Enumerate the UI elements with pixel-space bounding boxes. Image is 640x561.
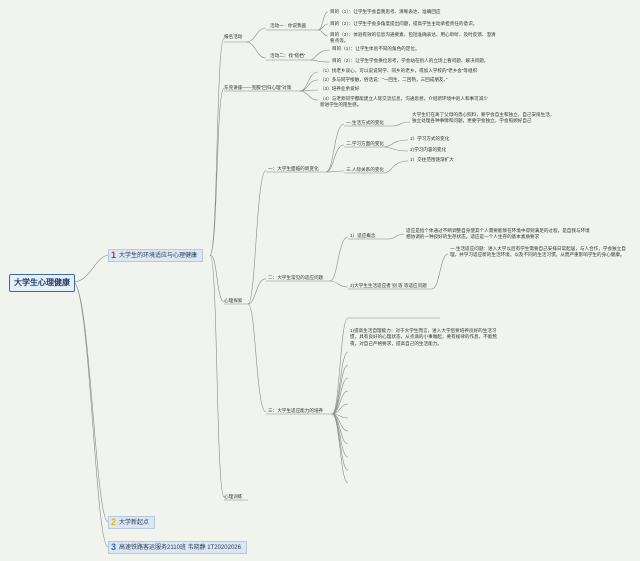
node-new-changes[interactable]: 一：大学生面临的新变化 [268,166,319,171]
node-lecture[interactable]: 东莞讲座——克服“回归心理”对策 [224,85,292,90]
activity-2-goal-1: 目的（1）：让学生体验不同的角色的定位。 [332,46,420,51]
activity-1-goal-1: 目的（1）：让学生学会自我思考、清晰表达、准确回应 [330,9,441,14]
lecture-item-3: （3）培养业余爱好 [320,86,360,91]
change-lifestyle[interactable]: 一.生活方式的变化 [346,120,385,125]
lifestyle-detail: 大学生们在离了父母的悉心照料，要学会自主和独立，自己安排生活，独立处理各种事情和… [412,112,555,124]
branch-label: 大学新起点 [119,520,150,526]
learning-detail-2: 2)学习内容的变化 [410,147,447,152]
node-adaptation-training[interactable]: 三：大学生适应能力的培养 [268,408,324,413]
branch-number: 3 [111,542,117,552]
node-adaptation-problems[interactable]: 二：大学生常见的适应问题 [268,275,324,280]
lecture-item-1: （1）找老乡谈心，可以说说同学、同乡的老乡，或加入学校的“老乡会”等组织 [320,68,478,73]
node-signup-activity[interactable]: 报名活动 [224,34,243,39]
relationships-detail: 1）交往范围逐渐扩大 [410,157,454,162]
adaptation-life-problems[interactable]: 2)大学生生活适应者 别 等 等适应问题 [350,283,427,288]
activity-2-goal-2: 目的（2）：让学生学会换位思考，学会站在别人的立场上看问题、解决问题。 [332,58,489,63]
self-care-detail: 1)提高生活自理能力：对于大学生而言，进入大学后要培养良好的生活习惯，具有良好的… [350,328,498,346]
node-psych-training[interactable]: 心理训练 [224,494,243,499]
node-activity-1[interactable]: 活动一 · 你说我画 [270,23,307,28]
lecture-item-2: （2）多与同学接触，俗话说：“一回生，二回熟，三回成朋友。” [320,77,448,82]
lecture-item-4: （4）与老师同学都能建立人际交流信息，沟通思想，介绍新环境中的人和事可减少新进学… [320,96,488,108]
node-activity-2[interactable]: 活动二：找“搭档” [270,53,306,58]
branch-label: 高速铁路客运服务2110班 韦晓静 1T20202026 [119,545,241,551]
change-learning[interactable]: 二.学习方面的变化 [346,141,385,146]
node-psych-explore[interactable]: 心理探索 [224,298,243,303]
activity-1-goal-2: 目的（2）：让学生学会多角度提出问题，提高学生主动承担责任的意识。 [330,21,478,26]
activity-1-goal-3: 目的（3）：体验有效的信息沟通要素，包括准确表达、用心聆听、及时反馈、澄清要点等… [330,32,496,44]
change-relationships[interactable]: 三.人际关系的变化 [346,167,385,172]
adaptation-concept[interactable]: 1）适应概念 [350,233,376,238]
branch-number: 2 [111,517,117,527]
adaptation-concept-detail: 适应是指个体通过不断调整自身使其个人需要能够在环境中得到满足的过程，是自我与环境… [406,228,590,240]
life-adaptation-detail: 一.生活适应问题：进入大学以后有学生需要自己安排日常起居，与人合作，学会独立自理… [450,246,626,258]
branch-label: 大学生的环境适应与心理健康 [119,253,198,259]
learning-detail-1: 1）学习方式的变化 [410,136,450,141]
root-topic[interactable]: 大学生心理健康 [9,274,75,292]
branch-number: 1 [111,250,117,260]
